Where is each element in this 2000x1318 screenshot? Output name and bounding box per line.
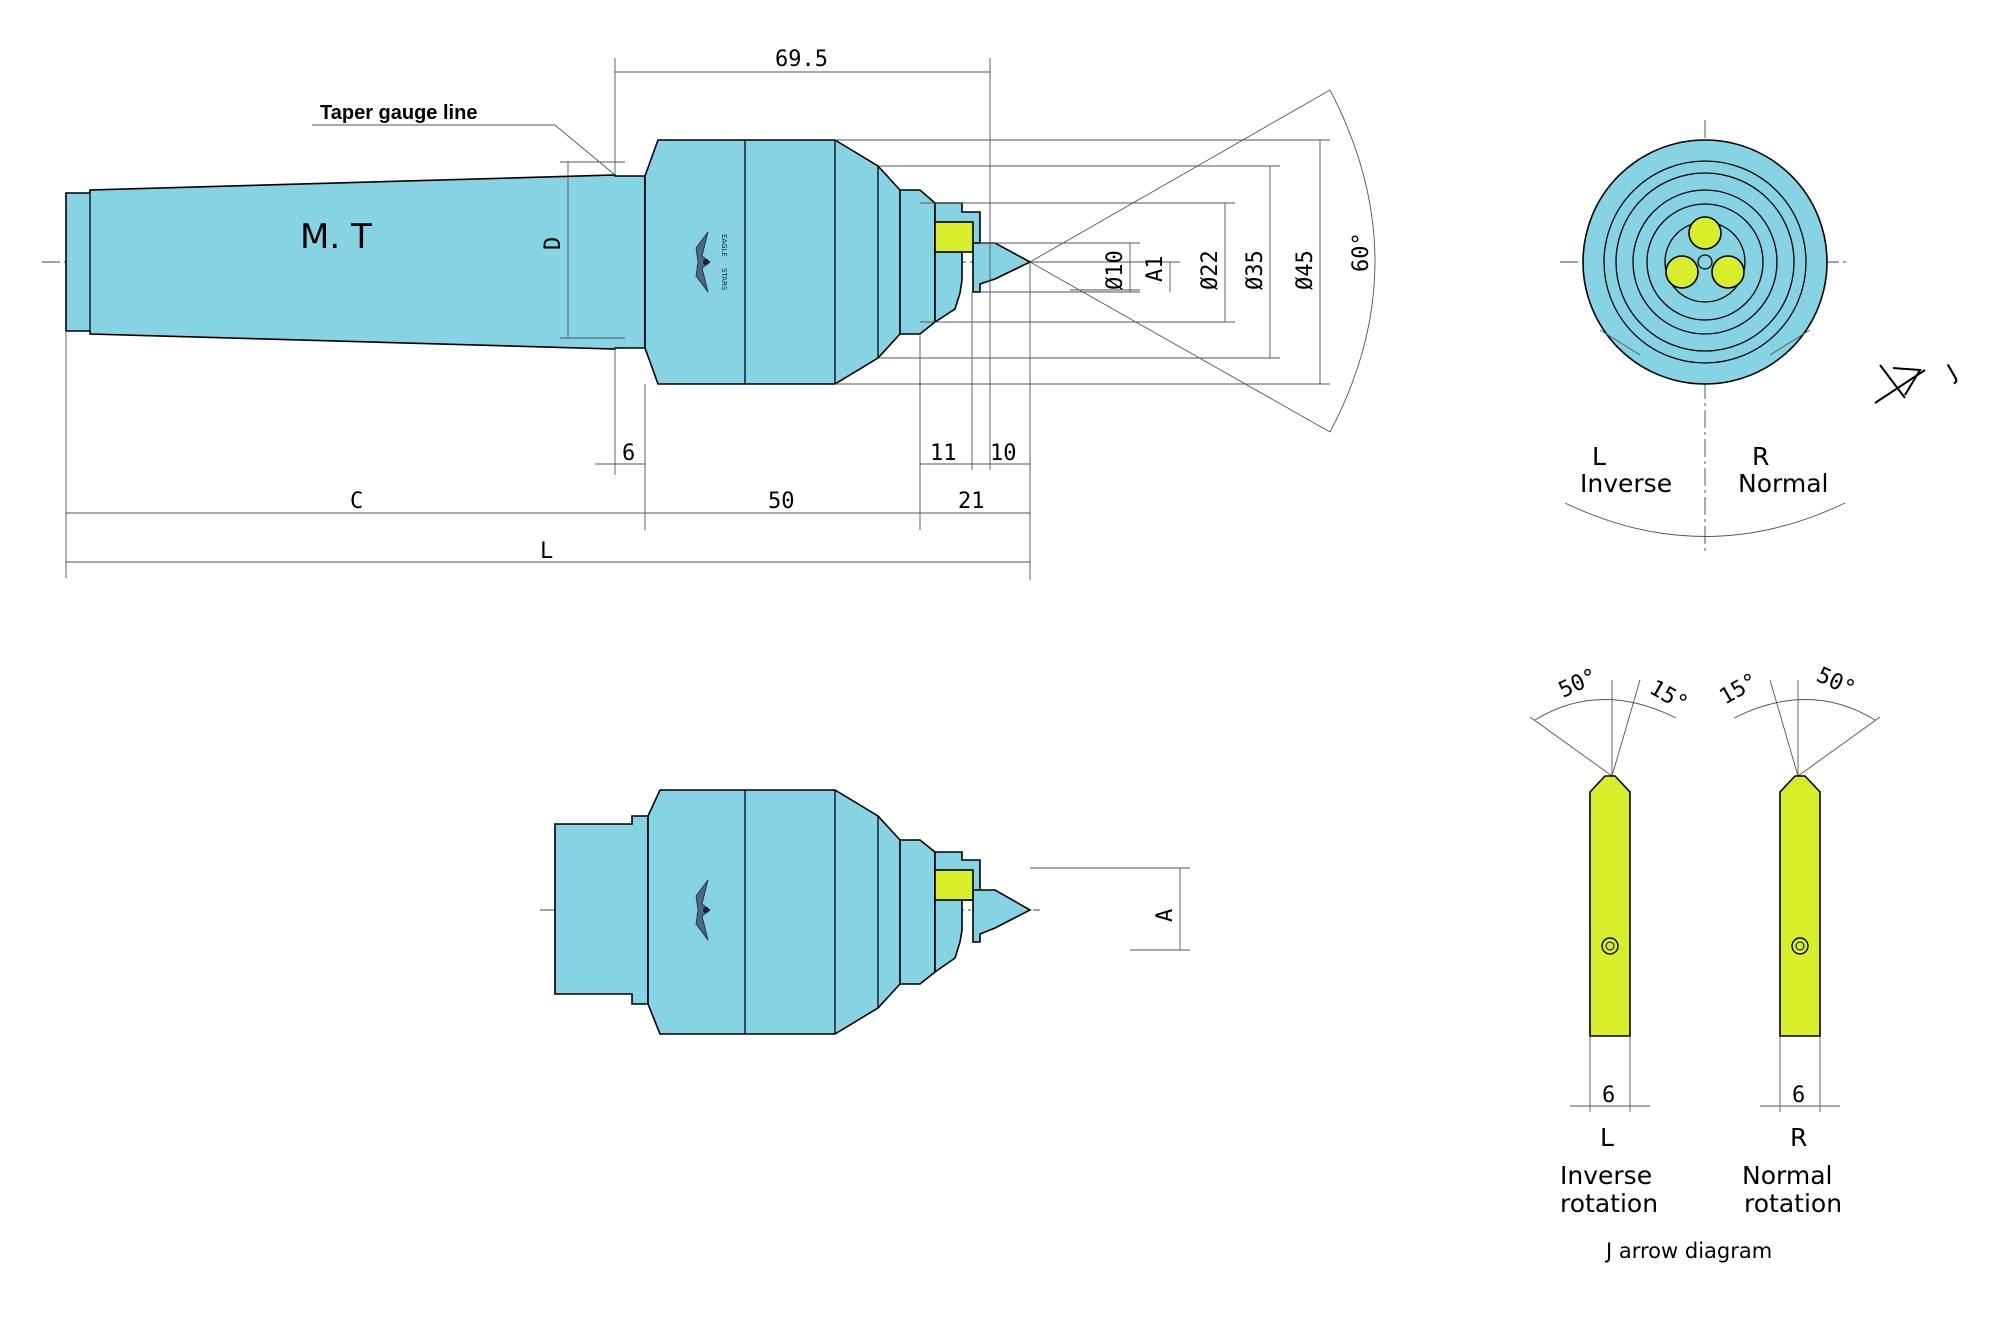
dim-dia22: Ø22 xyxy=(1198,250,1223,290)
j-letter: J xyxy=(1942,360,1962,386)
end-right-word: Normal xyxy=(1738,469,1828,498)
cone-line-upper xyxy=(1029,89,1331,263)
lower-center-tip xyxy=(972,889,1032,943)
blade-left-letter: L xyxy=(1600,1123,1614,1152)
mt-label: M. T xyxy=(300,217,372,257)
cone-line-lower xyxy=(1029,261,1331,433)
dim-a: A xyxy=(1153,909,1178,922)
main-side-view: EAGLE STARS M. T D Taper gauge line 69.5… xyxy=(42,47,1376,580)
dim-10: 10 xyxy=(990,441,1017,466)
end-left-letter: L xyxy=(1592,442,1606,471)
insert-circle-left xyxy=(1665,255,1699,289)
dim-6-top: 6 xyxy=(622,441,635,466)
dim-dia45: Ø45 xyxy=(1293,250,1318,290)
lower-nose xyxy=(899,839,936,985)
dim-69-5: 69.5 xyxy=(775,47,828,72)
blade-right-angle-50: 50° xyxy=(1812,663,1859,702)
blade-left: 50° 15° 6 L Inverse rotation xyxy=(1529,664,1692,1218)
dim-c: C xyxy=(350,489,363,514)
end-left-word: Inverse xyxy=(1580,469,1672,498)
dim-50: 50 xyxy=(768,489,795,514)
j-arrow-diagram-title: J arrow diagram xyxy=(1604,1239,1772,1263)
lower-brand-logo xyxy=(695,879,711,941)
end-ring-1 xyxy=(1603,160,1807,364)
carbide-insert xyxy=(934,221,974,253)
dim-l: L xyxy=(540,539,553,564)
blade-right-caption-1: Normal xyxy=(1742,1161,1832,1190)
rotation-arc xyxy=(1564,502,1846,537)
blade-left-angle-15: 15° xyxy=(1645,676,1692,718)
end-ring-4 xyxy=(1646,203,1764,321)
end-ring-3 xyxy=(1632,189,1778,335)
blade-right-caption-2: rotation xyxy=(1744,1189,1842,1218)
angle-60-arc xyxy=(1329,89,1376,433)
taper-shank xyxy=(65,174,646,350)
taper-gauge-line-label: Taper gauge line xyxy=(320,102,477,124)
end-right-letter: R xyxy=(1752,442,1769,471)
end-ring-2 xyxy=(1615,172,1795,352)
end-view: J L Inverse R Normal xyxy=(1560,120,1962,555)
taper-gauge-leader xyxy=(312,124,616,176)
d-dimension-text: D xyxy=(541,237,566,250)
blade-left-caption-1: Inverse xyxy=(1560,1161,1652,1190)
logo-bottom-text: STARS xyxy=(720,268,728,291)
blade-right-width: 6 xyxy=(1792,1083,1805,1108)
blade-left-width: 6 xyxy=(1602,1083,1615,1108)
blade-right-letter: R xyxy=(1790,1123,1807,1152)
lower-body xyxy=(647,789,901,1035)
blade-left-caption-2: rotation xyxy=(1560,1189,1658,1218)
brand-logo: EAGLE STARS xyxy=(695,231,728,293)
dim-21: 21 xyxy=(958,489,985,514)
dim-11: 11 xyxy=(930,441,957,466)
dim-dia35: Ø35 xyxy=(1243,250,1268,290)
blade-right: 15° 50° 6 R Normal rotation xyxy=(1716,663,1881,1218)
nose xyxy=(899,189,936,335)
dim-dia10: Ø10 xyxy=(1103,250,1128,290)
insert-circle-top xyxy=(1688,216,1722,250)
blade-right-angle-15: 15° xyxy=(1716,669,1763,711)
dim-angle-60: 60° xyxy=(1349,232,1374,272)
main-body xyxy=(644,139,901,385)
lower-side-view: A xyxy=(540,789,1190,1035)
j-arrow-diagram: 50° 15° 6 L Inverse rotation 15° 50° 6 R… xyxy=(1529,663,1881,1263)
j-view-arrow: J xyxy=(1874,360,1962,404)
logo-top-text: EAGLE xyxy=(720,234,728,257)
insert-circle-right xyxy=(1711,255,1745,289)
dim-a1: A1 xyxy=(1143,256,1168,283)
blade-left-angle-50: 50° xyxy=(1555,664,1602,703)
center-tip xyxy=(972,242,1032,293)
lower-carbide-insert xyxy=(934,869,974,901)
lower-shank xyxy=(554,815,649,1005)
